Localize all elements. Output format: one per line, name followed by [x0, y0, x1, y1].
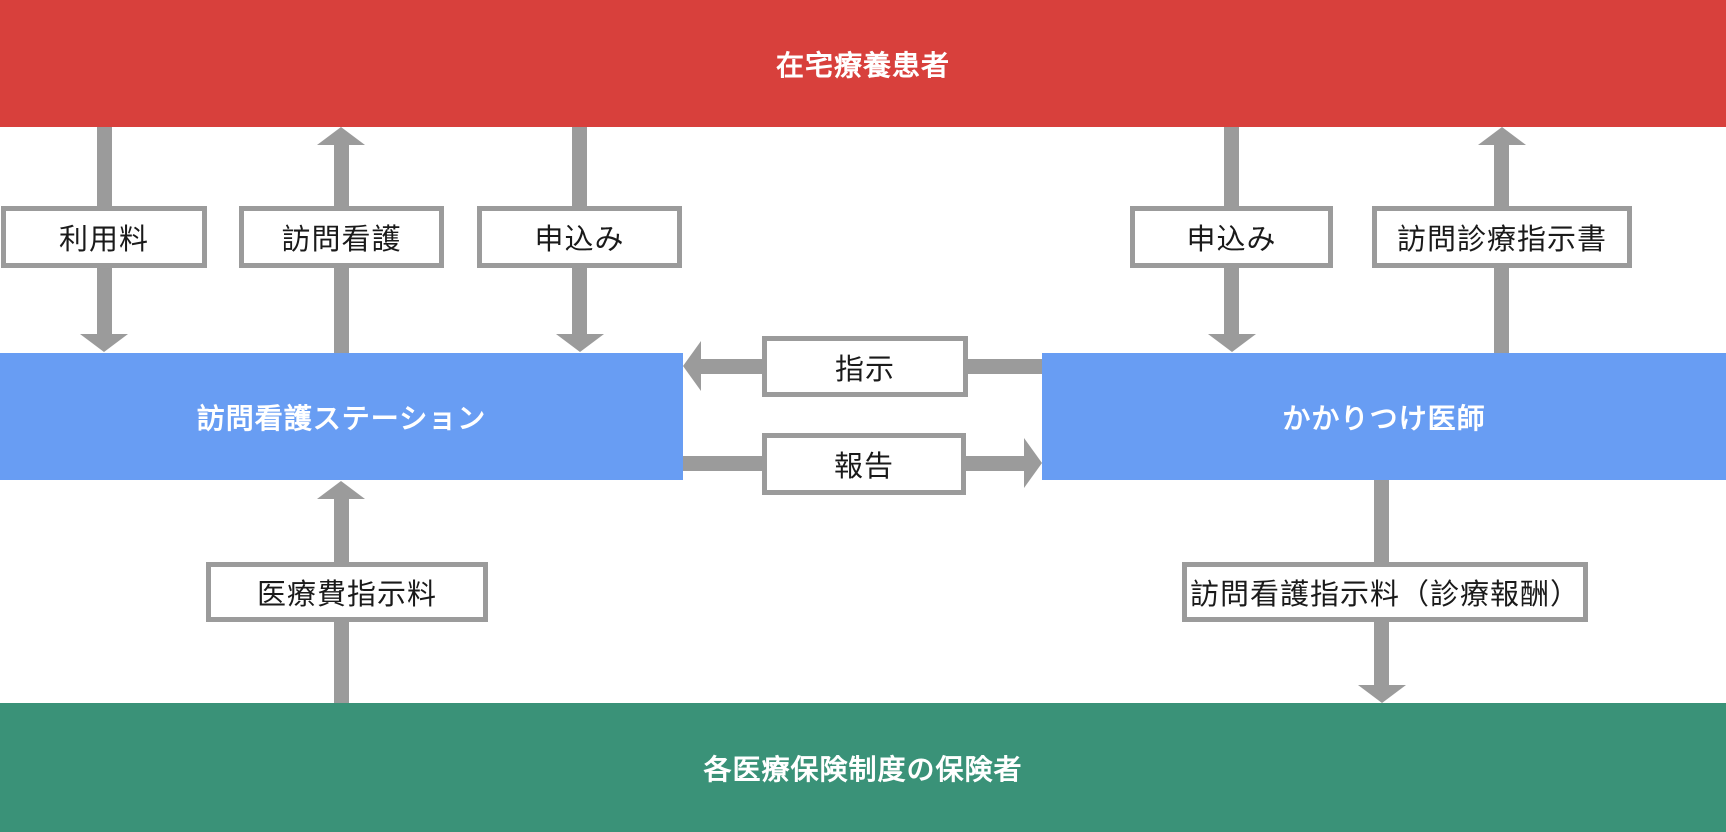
- node-doctor-label: かかりつけ医師: [1282, 402, 1486, 434]
- edge-visit-care-order-line: [1494, 145, 1509, 206]
- edge-instruction-line: [968, 359, 1042, 374]
- edge-instruction-label-box: 指示: [762, 336, 968, 397]
- edge-medical-fee-order-label-box: 医療費指示料: [206, 562, 488, 622]
- edge-nursing-order-fee-line: [1374, 621, 1389, 685]
- edge-instruction-label: 指示: [834, 353, 895, 386]
- edge-report-label-box: 報告: [762, 433, 966, 495]
- node-nurse-station-label: 訪問看護ステーション: [196, 402, 487, 434]
- edge-home-nursing-line: [334, 145, 349, 206]
- edge-medical-fee-order-label: 医療費指示料: [256, 579, 437, 611]
- edge-application-right-line: [1224, 127, 1239, 206]
- edge-usage-fee-label-box: 利用料: [1, 206, 207, 268]
- edge-application-left-line: [572, 127, 587, 206]
- arrowhead-up-icon: [317, 127, 365, 145]
- edge-home-nursing-label: 訪問看護: [281, 224, 402, 256]
- edge-application-right-label-box: 申込み: [1130, 206, 1333, 268]
- edge-application-right-line: [1224, 268, 1239, 334]
- edge-nursing-order-fee-line: [1374, 480, 1389, 562]
- edge-application-left-label-box: 申込み: [477, 206, 682, 268]
- edge-report-line: [683, 456, 762, 471]
- arrowhead-up-icon: [1478, 127, 1526, 145]
- edge-report-label: 報告: [833, 451, 894, 483]
- edge-usage-fee-line: [97, 268, 112, 334]
- edge-visit-care-order-label: 訪問診療指示書: [1396, 224, 1607, 256]
- node-patient-label: 在宅療養患者: [775, 49, 950, 81]
- edge-visit-care-order-label-box: 訪問診療指示書: [1372, 206, 1632, 268]
- edge-nursing-order-fee-label: 訪問看護指示料（診療報酬）: [1189, 579, 1580, 611]
- node-doctor: かかりつけ医師: [1042, 353, 1726, 480]
- edge-application-right-label: 申込み: [1186, 224, 1277, 256]
- edge-report-line: [966, 456, 1024, 471]
- arrowhead-up-icon: [317, 481, 365, 499]
- edge-medical-fee-order-line: [334, 499, 349, 562]
- arrowhead-down-icon: [556, 334, 604, 352]
- edge-usage-fee-line: [97, 127, 112, 206]
- node-insurer-label: 各医療保険制度の保険者: [703, 753, 1023, 785]
- edge-application-left-line: [572, 268, 587, 334]
- node-insurer: 各医療保険制度の保険者: [0, 703, 1726, 832]
- edge-nursing-order-fee-label-box: 訪問看護指示料（診療報酬）: [1182, 562, 1588, 622]
- node-patient: 在宅療養患者: [0, 0, 1726, 127]
- arrowhead-right-icon: [1024, 438, 1042, 488]
- edge-application-left-label: 申込み: [534, 224, 625, 256]
- edge-medical-fee-order-line: [334, 621, 349, 703]
- arrowhead-left-icon: [683, 341, 701, 391]
- edge-instruction-line: [701, 359, 762, 374]
- edge-home-nursing-label-box: 訪問看護: [239, 206, 444, 268]
- arrowhead-down-icon: [1208, 334, 1256, 352]
- node-nurse-station: 訪問看護ステーション: [0, 353, 683, 480]
- arrowhead-down-icon: [1358, 685, 1406, 703]
- arrowhead-down-icon: [80, 334, 128, 352]
- edge-visit-care-order-line: [1494, 268, 1509, 353]
- edge-usage-fee-label: 利用料: [58, 224, 149, 256]
- edge-home-nursing-line: [334, 268, 349, 353]
